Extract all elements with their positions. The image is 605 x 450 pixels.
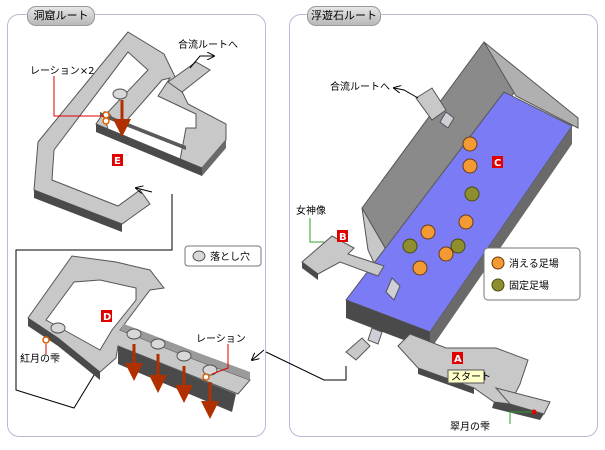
levation-leader <box>211 344 229 375</box>
levation-item-marker <box>102 117 110 125</box>
jade-moon-drop-label: 翠月の雫 <box>450 421 490 433</box>
floating-route-floor <box>301 41 579 420</box>
pit-legend: 落とし穴 <box>184 245 262 267</box>
goddess-statue-leader <box>309 218 324 243</box>
route-link-line <box>265 351 347 381</box>
pit-legend-icon <box>192 250 206 262</box>
svg-text:スタート: スタート <box>451 371 491 383</box>
pit-icon <box>150 338 166 350</box>
svg-text:C: C <box>494 158 501 169</box>
marker-c: C <box>492 156 503 169</box>
disappearing-pad <box>458 214 474 230</box>
disappearing-pad <box>420 224 436 240</box>
cave-link-line <box>15 194 173 409</box>
pit-icon <box>202 364 218 376</box>
cave-upper-floor <box>33 31 227 232</box>
disappearing-pad <box>438 246 454 262</box>
marker-a: A <box>452 352 463 365</box>
marker-d: D <box>101 310 112 323</box>
merge-route-label-right: 合流ルートへ <box>330 80 390 93</box>
disappearing-pad <box>412 260 428 276</box>
red-moon-drop-marker <box>42 336 50 344</box>
merge-route-arrow <box>394 88 419 99</box>
pad-legend: 消える足場 固定足場 <box>483 247 581 301</box>
svg-text:E: E <box>114 156 121 167</box>
pit-icon <box>126 328 142 340</box>
cave-route-title: 洞窟ルート <box>27 6 95 26</box>
svg-text:D: D <box>103 312 111 323</box>
fixed-pad-legend-icon <box>491 278 505 292</box>
levation-item-marker <box>102 111 110 119</box>
disappearing-pad-legend-icon <box>491 256 505 270</box>
pit-icon <box>176 350 192 362</box>
marker-b: B <box>337 230 348 243</box>
levation-label: レーション <box>196 334 246 345</box>
disappearing-pad-legend-label: 消える足場 <box>509 257 559 270</box>
pit-legend-label: 落とし穴 <box>210 250 250 263</box>
pit-icon <box>50 322 66 334</box>
marker-e: E <box>112 154 123 167</box>
jade-moon-drop-leader <box>509 411 532 424</box>
floating-stone-route-title: 浮遊石ルート <box>307 6 381 26</box>
fixed-pad <box>464 186 480 202</box>
pit-icon <box>112 88 128 100</box>
fixed-pad-legend-label: 固定足場 <box>509 279 549 292</box>
disappearing-pad <box>462 136 478 152</box>
svg-text:A: A <box>454 354 462 365</box>
goddess-statue-label: 女神像 <box>296 204 326 217</box>
route-link-arrow <box>252 349 265 360</box>
jade-moon-drop-marker <box>531 409 537 415</box>
svg-text:B: B <box>339 232 347 243</box>
levation-x2-leader <box>53 76 104 117</box>
red-moon-drop-label: 紅月の雫 <box>20 353 60 365</box>
disappearing-pad <box>462 158 478 174</box>
levation-x2-label: レーション×2 <box>30 66 95 77</box>
merge-route-arrow <box>189 56 214 69</box>
levation-item-marker <box>202 373 210 381</box>
start-label: スタート <box>447 369 491 384</box>
merge-route-label-left: 合流ルートへ <box>178 38 238 51</box>
cave-link-arrow <box>136 188 153 192</box>
fixed-pad <box>450 238 466 254</box>
fixed-pad <box>402 238 418 254</box>
